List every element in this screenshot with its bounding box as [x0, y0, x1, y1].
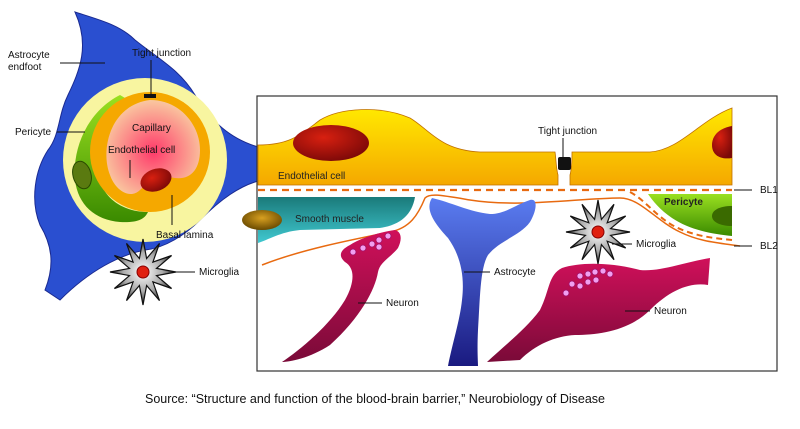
label-bl1: BL1 [760, 185, 778, 196]
label-left-tight-junction: Tight junction [132, 48, 191, 59]
label-right-tight-junction: Tight junction [538, 126, 597, 137]
left-pericyte [74, 95, 148, 223]
right-astrocyte [429, 198, 536, 366]
label-right-endothelial-cell: Endothelial cell [278, 171, 345, 182]
label-smooth-muscle: Smooth muscle [295, 214, 364, 225]
left-labels: Astrocyte endfoot Tight junction Pericyt… [8, 48, 239, 278]
label-right-neuron: Neuron [654, 306, 687, 317]
label-astrocyte: Astrocyte [494, 267, 536, 278]
right-microglia-nucleus [591, 225, 605, 239]
left-pericyte-nucleus [72, 160, 92, 190]
bl2-dashed [629, 191, 733, 241]
label-astrocyte-endfoot-1: Astrocyte [8, 50, 50, 61]
right-neuron-vesicles [562, 267, 614, 297]
source-caption: Source: “Structure and function of the b… [145, 392, 605, 406]
label-astrocyte-endfoot-2: endfoot [8, 62, 42, 73]
label-bl2: BL2 [760, 241, 778, 252]
left-endothelial-nucleus [140, 168, 172, 192]
left-tight-junction-marker [144, 94, 156, 98]
label-left-pericyte: Pericyte [15, 127, 52, 138]
right-pericyte-nucleus [712, 206, 732, 226]
label-capillary: Capillary [132, 123, 171, 134]
left-microglia [109, 238, 177, 306]
label-left-microglia: Microglia [199, 267, 239, 278]
label-left-neuron: Neuron [386, 298, 419, 309]
label-right-pericyte: Pericyte [664, 197, 703, 208]
label-basal-lamina: Basal lamina [156, 230, 214, 241]
right-endothelial-nucleus-1 [293, 125, 369, 161]
right-neuron [487, 258, 710, 362]
left-microglia-nucleus [136, 265, 150, 279]
right-pericyte [648, 194, 732, 236]
right-endothelial-nucleus-2 [712, 126, 732, 159]
right-labels: Tight junction Endothelial cell BL1 Smoo… [278, 126, 778, 317]
left-neuron [282, 230, 401, 362]
label-right-microglia: Microglia [636, 239, 676, 250]
smooth-muscle-cell [258, 197, 415, 243]
label-left-endothelial-cell: Endothelial cell [108, 145, 175, 156]
right-detail [242, 107, 741, 366]
left-neuron-vesicles [349, 232, 392, 256]
right-endothelial-cell-right [569, 107, 733, 186]
smooth-muscle-nucleus [242, 210, 282, 230]
right-tight-junction-marker [558, 157, 571, 170]
